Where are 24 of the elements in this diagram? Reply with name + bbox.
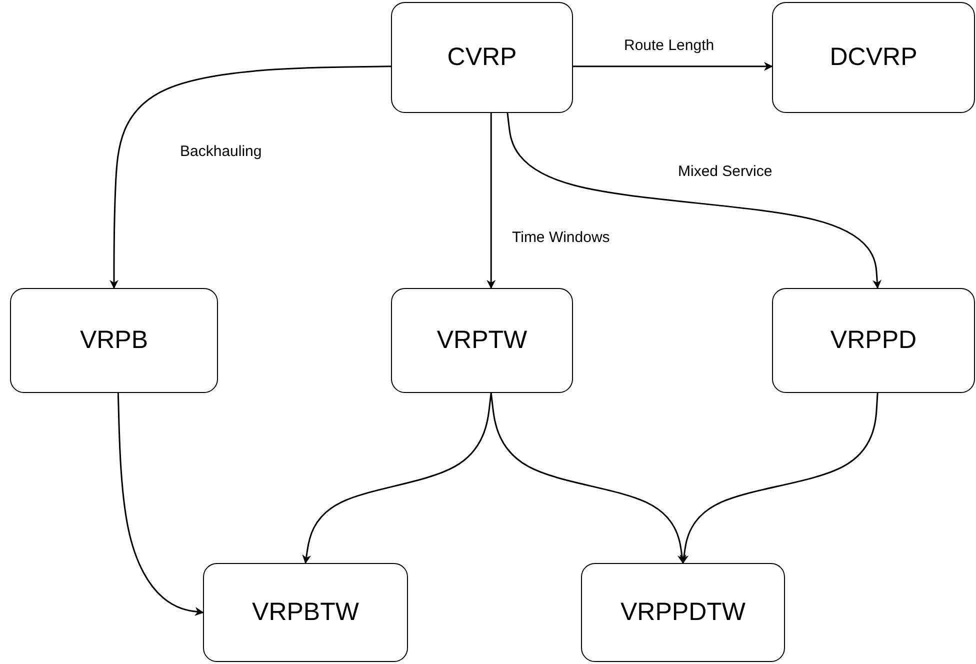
node-label: DCVRP [830,43,918,72]
process-box [10,288,218,393]
edge-label: Backhauling [178,143,264,160]
process-box [391,288,573,393]
arrow [110,66,392,289]
process-box [772,2,975,113]
process-box [772,288,975,393]
arrow [302,392,492,564]
edge-label: Route Length [622,37,716,54]
node-label: VRPB [80,326,148,355]
node-label: CVRP [447,43,517,72]
node-label: VRPTW [436,326,528,355]
node-label: VRPPDTW [620,598,746,627]
arrow [117,392,204,616]
node-label: VRPBTW [252,598,359,627]
node-label: VRPPD [830,326,917,355]
process-box [391,2,573,113]
arrow [680,392,878,564]
arrow [486,113,496,289]
arrow [506,112,882,289]
process-box [581,563,785,662]
process-box [203,563,408,662]
arrow [490,392,686,564]
arrow [573,62,773,71]
